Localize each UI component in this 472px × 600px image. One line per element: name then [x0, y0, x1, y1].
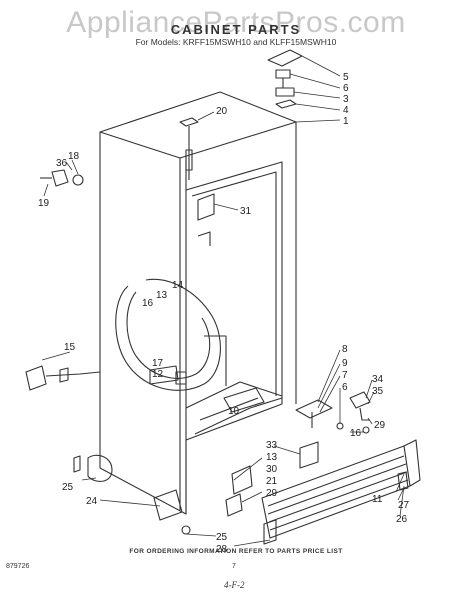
callout-29-right: 29	[374, 420, 386, 431]
callout-36: 36	[56, 158, 68, 169]
callout-24: 24	[86, 496, 98, 507]
callout-6-right: 6	[342, 382, 348, 393]
callout-4: 4	[343, 105, 349, 116]
watermark: AppliancePartsPros.com	[66, 6, 406, 39]
interior-bracket	[197, 193, 215, 246]
callout-6-top: 6	[343, 83, 349, 94]
callout-3: 3	[343, 94, 349, 105]
floor-part	[223, 387, 265, 413]
callout-25-bottom: 25	[216, 532, 228, 543]
callout-30: 30	[266, 464, 278, 475]
callout-16-left: 16	[142, 298, 154, 309]
grille-brackets	[225, 441, 319, 517]
leader-lines	[41, 55, 405, 547]
top-hinge-parts	[267, 49, 303, 109]
right-bracket-parts	[349, 391, 371, 434]
callout-14: 14	[172, 280, 184, 291]
callout-34: 34	[372, 374, 384, 385]
top-insert-part	[179, 117, 199, 180]
callout-27: 27	[398, 500, 410, 511]
callout-9: 9	[342, 358, 348, 369]
callout-8: 8	[342, 344, 348, 355]
callout-17: 17	[152, 358, 164, 369]
callout-5: 5	[343, 72, 349, 83]
callout-10: 10	[228, 406, 240, 417]
callout-1: 1	[343, 116, 349, 127]
diagram-title: CABINET PARTS	[170, 22, 302, 37]
callout-25-left: 25	[62, 482, 74, 493]
callout-18: 18	[68, 151, 80, 162]
callout-11: 11	[372, 494, 383, 505]
callout-31: 31	[240, 206, 252, 217]
callout-12: 12	[152, 369, 164, 380]
diagram-code: 879726	[6, 563, 30, 570]
callout-13-left: 13	[156, 290, 168, 301]
page-mark: 7	[232, 563, 236, 570]
callout-29-left: 29	[266, 488, 278, 499]
model-subtitle: For Models: KRFF15MSWH10 and KLFF15MSWH1…	[135, 37, 337, 47]
toe-grille	[261, 439, 421, 539]
callout-26: 26	[396, 514, 408, 525]
tubing-assembly	[115, 278, 227, 391]
ordering-info-note: FOR ORDERING INFORMATION REFER TO PARTS …	[129, 548, 343, 555]
callout-35: 35	[372, 386, 384, 397]
side-bracket-parts	[40, 169, 84, 187]
page-number: 4-F-2	[224, 580, 245, 590]
callout-16-right: 16	[350, 428, 362, 439]
callout-19: 19	[38, 198, 50, 209]
power-cord	[25, 365, 101, 391]
callout-33: 33	[266, 440, 278, 451]
callout-28: 28	[216, 544, 228, 555]
callout-15: 15	[64, 342, 76, 353]
callout-21: 21	[266, 476, 278, 487]
callout-20: 20	[216, 106, 228, 117]
caster-parts	[73, 454, 409, 545]
callout-13-right: 13	[266, 452, 278, 463]
callout-7: 7	[342, 370, 348, 381]
